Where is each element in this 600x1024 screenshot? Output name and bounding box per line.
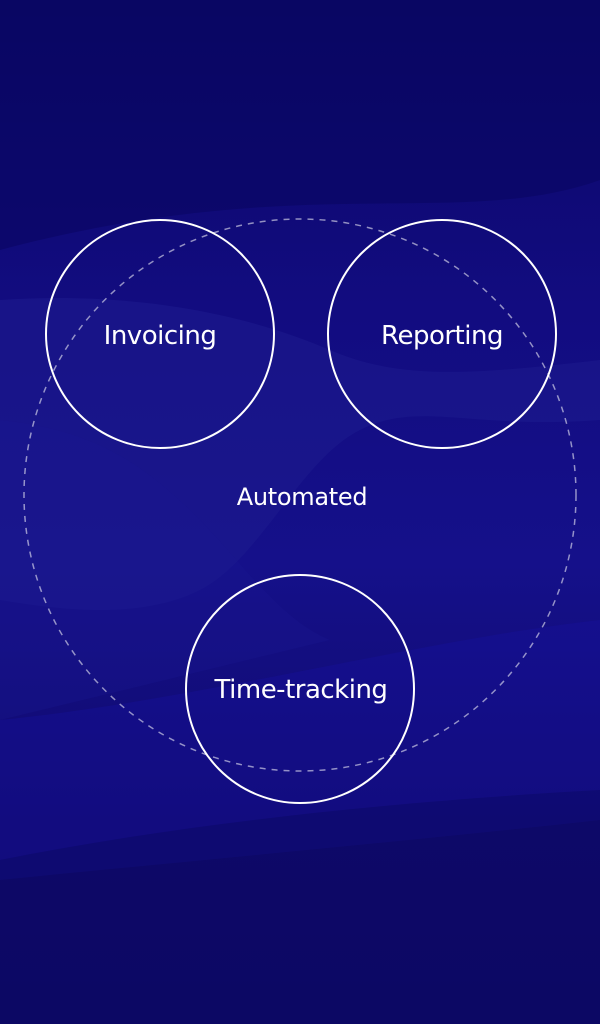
invoicing-circle xyxy=(45,219,275,449)
time-tracking-circle xyxy=(185,574,415,804)
reporting-label: Reporting xyxy=(381,321,503,351)
invoicing-label: Invoicing xyxy=(103,321,217,351)
automated-boundary-circle xyxy=(23,218,577,772)
automated-label: Automated xyxy=(236,483,368,511)
time-tracking-label: Time-tracking xyxy=(214,675,388,705)
reporting-circle xyxy=(327,219,557,449)
